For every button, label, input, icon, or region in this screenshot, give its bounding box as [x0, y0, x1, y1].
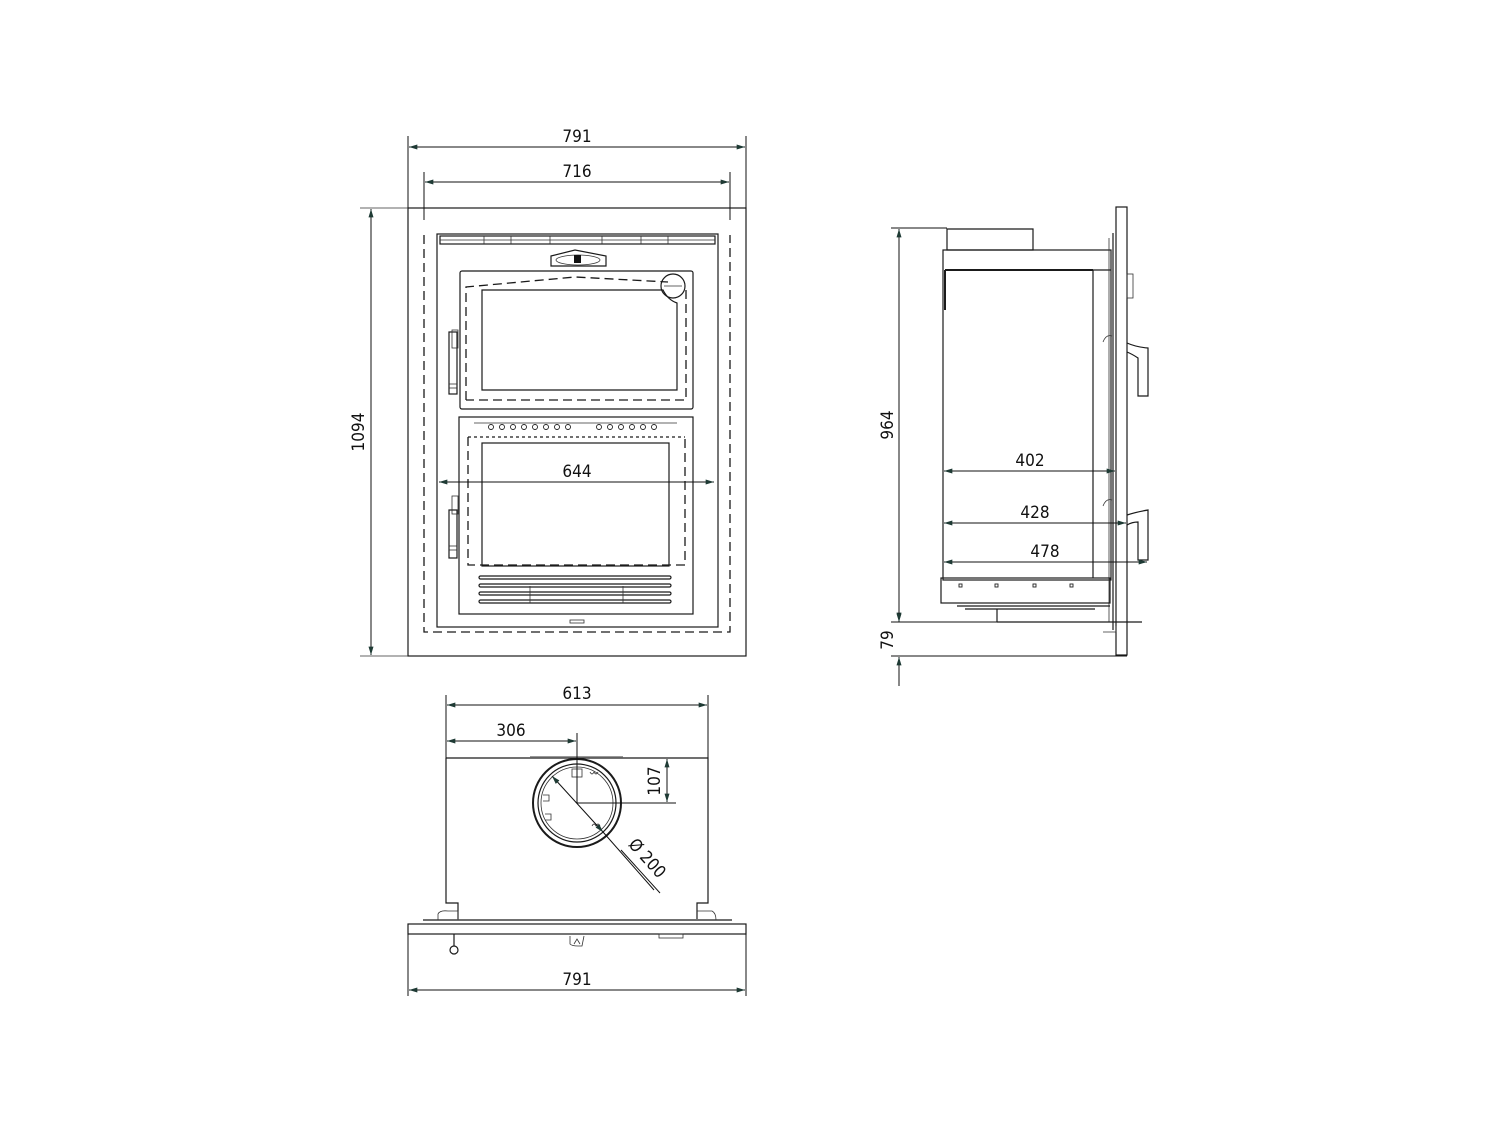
- top-view: 613 306 107 Ø 200 791: [407, 684, 747, 996]
- front-body: [436, 233, 719, 628]
- dim-flue-center-y: 107: [645, 766, 665, 795]
- dim-front-height: 1094: [349, 413, 369, 452]
- side-handle-upper: [1126, 342, 1149, 397]
- oven-door-handle: [448, 331, 458, 395]
- dim-top-body-width: 613: [562, 684, 591, 704]
- dim-depth-478: 478: [1030, 542, 1059, 562]
- dim-depth-428: 428: [1020, 503, 1049, 523]
- dim-base-offset: 79: [878, 630, 898, 649]
- side-front-panel: [1115, 206, 1128, 656]
- dim-door-width: 644: [562, 462, 591, 482]
- side-view: 964 79 402 428 478: [878, 206, 1149, 686]
- firebox-door-handle: [448, 509, 458, 559]
- air-vent-holes: [488, 424, 657, 430]
- oven-window: [481, 289, 678, 391]
- front-body-dashed: [423, 235, 731, 633]
- dim-top-frame-width: 791: [562, 970, 591, 990]
- top-front-frame: [407, 923, 747, 935]
- firebox-door: [458, 416, 694, 615]
- side-flue-collar: [946, 228, 1034, 251]
- dim-front-width: 791: [562, 127, 591, 147]
- dim-flue-diameter: Ø 200: [624, 835, 670, 883]
- dim-depth-402: 402: [1015, 451, 1044, 471]
- side-body: [942, 249, 1112, 581]
- dim-flue-center-x: 306: [496, 721, 525, 741]
- firebox-window: [481, 442, 670, 567]
- dim-inner-width: 716: [562, 162, 591, 182]
- knob-icon: [449, 945, 459, 955]
- ash-grille: [478, 575, 672, 604]
- side-base: [940, 577, 1111, 604]
- thermometer-icon: [660, 273, 686, 299]
- oven-door: [459, 270, 694, 410]
- front-outer-frame: [407, 207, 747, 657]
- dim-side-height: 964: [878, 410, 898, 439]
- side-handle-lower: [1126, 509, 1149, 561]
- front-view: 791 716 1094 644: [349, 127, 747, 657]
- logo-badge: [550, 249, 607, 267]
